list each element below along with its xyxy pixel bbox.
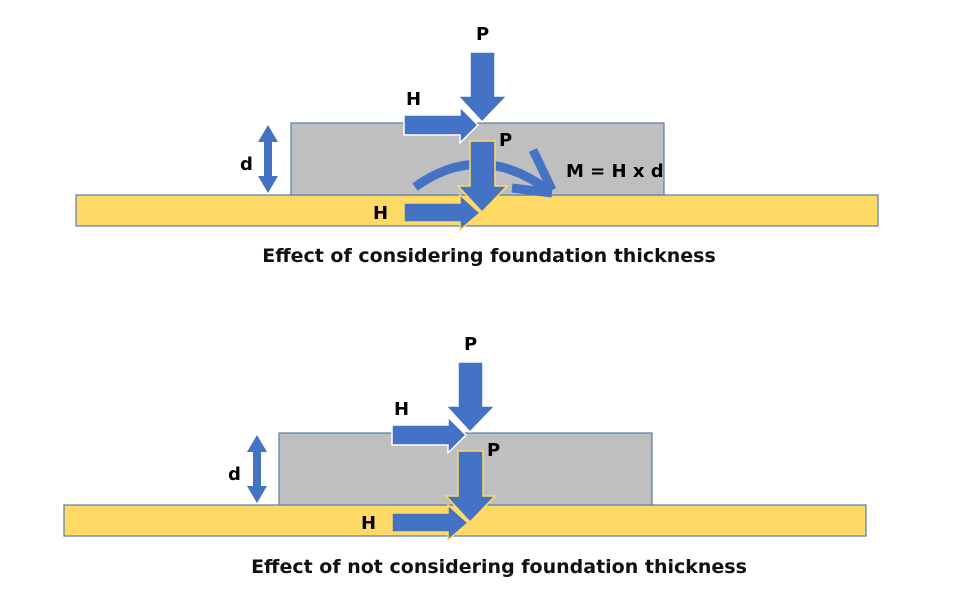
moment-label: M = H x d: [566, 161, 664, 182]
load-label-top: P: [476, 24, 489, 45]
shear-arrow-top-icon: [403, 105, 480, 145]
load-arrow-base-icon: [456, 140, 509, 214]
shear-label-base: H: [361, 513, 376, 534]
shear-label-top: H: [394, 399, 409, 420]
load-label-base: P: [499, 130, 512, 151]
diagram-with-thickness: d M = H x d P H P H Effect of considerin…: [75, 24, 879, 267]
load-arrow-base-icon: [444, 450, 497, 524]
depth-arrow-icon: [247, 435, 267, 503]
load-label-base: P: [487, 440, 500, 461]
diagram-without-thickness: d P H P H Effect of not considering foun…: [63, 334, 867, 578]
shear-arrow-base-icon: [391, 503, 470, 542]
shear-arrow-top-icon: [391, 415, 468, 455]
depth-label: d: [228, 464, 241, 485]
shear-label-top: H: [406, 89, 421, 110]
depth-label: d: [240, 154, 253, 175]
depth-arrow-icon: [258, 125, 278, 193]
caption-without-thickness: Effect of not considering foundation thi…: [251, 556, 747, 578]
load-label-top: P: [464, 334, 477, 355]
load-arrow-top-icon: [444, 361, 497, 434]
caption-with-thickness: Effect of considering foundation thickne…: [262, 245, 716, 267]
shear-arrow-base-icon: [403, 193, 482, 232]
shear-label-base: H: [373, 203, 388, 224]
load-arrow-top-icon: [456, 51, 509, 124]
